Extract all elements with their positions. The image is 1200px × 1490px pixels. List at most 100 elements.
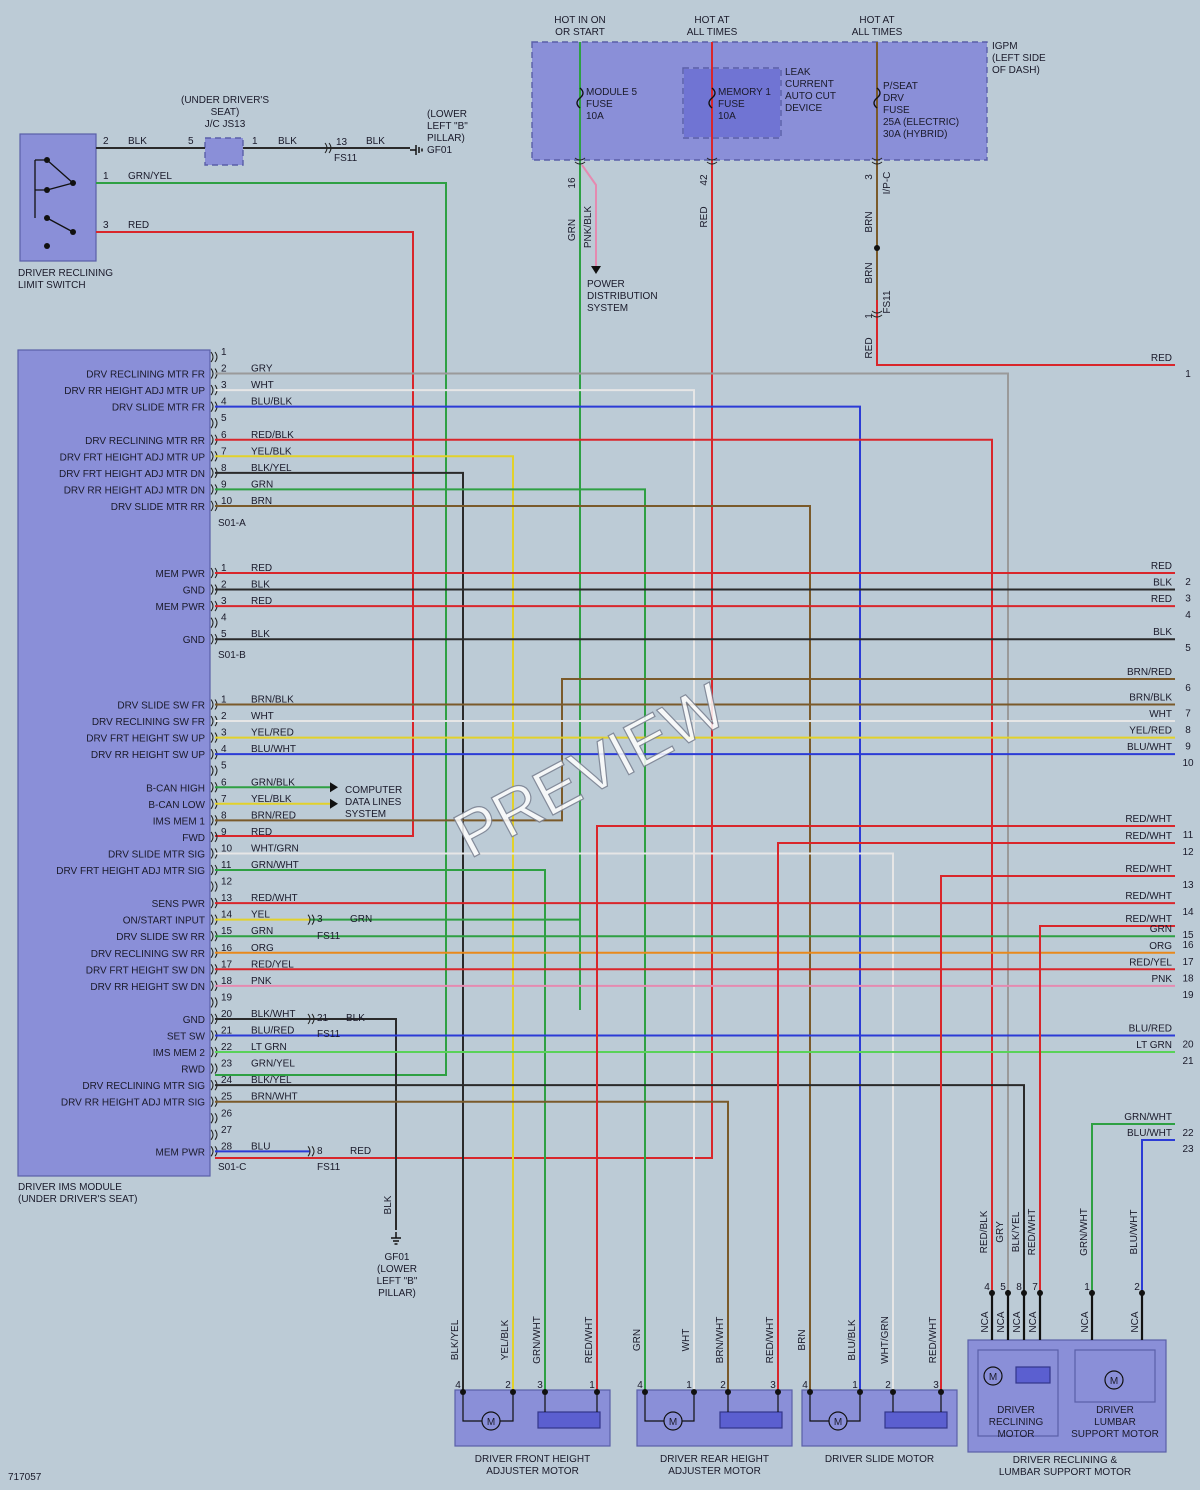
right-wire-19: PNK — [1151, 974, 1172, 985]
module5-fuse-label-line-2: 10A — [586, 111, 604, 122]
motor-slide-node-2 — [890, 1389, 896, 1395]
fs11-label-3: FS11 — [317, 931, 341, 942]
computer-data-lines-label-line-1: DATA LINES — [345, 797, 402, 808]
s01c-wire-23: GRN/YEL — [251, 1059, 295, 1070]
right-wire-8: WHT — [1149, 709, 1172, 720]
wire-igpm42-red — [215, 42, 713, 1159]
switch-dot-0 — [44, 157, 50, 163]
wire-out12-redwht — [777, 842, 1175, 1390]
motor-recline-pin-8: 8 — [1016, 1282, 1022, 1293]
right-pin-19: 19 — [1182, 990, 1194, 1001]
motor-slide-wire-0: BRN — [797, 1329, 808, 1350]
motor-front-pin-3: 3 — [537, 1380, 543, 1391]
ims-module-box — [17, 349, 211, 1177]
brn-wire-label-2: BRN — [864, 262, 875, 283]
s01a-wire-3: WHT — [251, 380, 274, 391]
power-distribution-label-line-1: DISTRIBUTION — [587, 291, 658, 302]
hot-at-all-times-label-1-line-1: ALL TIMES — [687, 27, 738, 38]
s01a-func-7: DRV FRT HEIGHT ADJ MTR UP — [60, 452, 206, 463]
right-wire-22: GRN/WHT — [1124, 1112, 1172, 1123]
s01c-func-28: MEM PWR — [156, 1147, 205, 1158]
pseat-fuse-label-line-2: FUSE — [883, 105, 910, 116]
s01c-func-23: RWD — [181, 1065, 205, 1076]
s01b-wire-3: RED — [251, 596, 272, 607]
ls-pin-1: 1 — [103, 171, 109, 182]
jc-blk2-label: BLK — [366, 136, 385, 147]
gf01-top-label-line-1: LEFT "B" — [427, 121, 468, 132]
s01c-pin-22: 22 — [221, 1042, 233, 1053]
s01c-func-3: DRV FRT HEIGHT SW UP — [86, 734, 205, 745]
fs11-pin-3: 3 — [317, 914, 323, 925]
right-pin-23: 23 — [1182, 1144, 1194, 1155]
s01c-pin-21: 21 — [221, 1026, 233, 1037]
s01c-func-7: B-CAN LOW — [148, 800, 205, 811]
right-pin-13: 13 — [1182, 880, 1194, 891]
gf01-top-label-line-0: (LOWER — [427, 109, 467, 120]
gf01-bottom-label-line-2: LEFT "B" — [377, 1276, 418, 1287]
right-pin-6: 6 — [1185, 683, 1191, 694]
jc-blk-label: BLK — [278, 136, 297, 147]
motor-slide-wire-3: RED/WHT — [928, 1317, 939, 1364]
conn-igpm-3 — [871, 157, 883, 165]
motor-slide-pin-4: 4 — [802, 1380, 808, 1391]
recline-node-1 — [1005, 1290, 1011, 1296]
module5-fuse-label-line-1: FUSE — [586, 99, 613, 110]
wire-c8-brnred — [215, 678, 1175, 822]
s01b-pin-2: 2 — [221, 580, 227, 591]
motor-front-node-2 — [542, 1389, 548, 1395]
s01a-wire-9: GRN — [251, 479, 273, 490]
right-wire-10: BLU/WHT — [1127, 742, 1172, 753]
motor-front-wire-0: BLK/YEL — [450, 1319, 461, 1360]
s01c-pin-8: 8 — [221, 810, 227, 821]
igpm-label-line-0: IGPM — [992, 41, 1018, 52]
conn-fs11-top — [871, 310, 883, 318]
s01c-wire-25: BRN/WHT — [251, 1092, 298, 1103]
brn-wire-label-1: BRN — [864, 211, 875, 232]
leak-current-label-line-3: DEVICE — [785, 103, 823, 114]
s01c-func-20: GND — [183, 1015, 205, 1026]
wire-c20-gnd — [310, 1017, 397, 1230]
wire-a6-redblk — [215, 438, 993, 1290]
jc-js13-box — [204, 137, 244, 166]
motor-slide-pin-1: 1 — [852, 1380, 858, 1391]
s01b-pin-4: 4 — [221, 613, 227, 624]
s01c-pin-26: 26 — [221, 1108, 233, 1119]
ls-wire-BLK: BLK — [128, 136, 147, 147]
s01c-wire-11: GRN/WHT — [251, 860, 299, 871]
ls-pin-3: 3 — [103, 220, 109, 231]
recline-node-0 — [989, 1290, 995, 1296]
wire-a10-brn — [215, 504, 811, 1390]
motor-slide-pin-3: 3 — [933, 1380, 939, 1391]
right-wire-15: RED/WHT — [1125, 914, 1172, 925]
motor-front-wire-2: GRN/WHT — [532, 1316, 543, 1364]
hot-at-all-times-label-2-line-0: HOT AT — [859, 15, 894, 26]
motor-label-slide-line-0: DRIVER SLIDE MOTOR — [825, 1454, 934, 1465]
s01a-pin-9: 9 — [221, 479, 227, 490]
s01c-conn-27 — [210, 1129, 218, 1141]
s01c-wire-6: GRN/BLK — [251, 777, 295, 788]
s01c-conn-9 — [210, 831, 218, 843]
memory1-fuse-label-line-0: MEMORY 1 — [718, 87, 771, 98]
motor-m-front: M — [487, 1417, 495, 1428]
s01b-func-5: GND — [183, 635, 205, 646]
right-wire-4: RED — [1151, 594, 1172, 605]
conn-igpm-42 — [706, 157, 718, 165]
wire-out13-redwht — [940, 875, 1175, 1390]
jc-pin5: 5 — [188, 136, 194, 147]
hot-at-all-times-label-2-line-1: ALL TIMES — [852, 27, 903, 38]
s01c-func-22: IMS MEM 2 — [153, 1048, 206, 1059]
s01c-wire-9: RED — [251, 827, 272, 838]
limit-switch-box — [19, 133, 97, 262]
hot-in-on-label-line-0: HOT IN ON — [554, 15, 605, 26]
conn-fs11-8 — [307, 1146, 315, 1157]
pseat-fuse-label-line-3: 25A (ELECTRIC) — [883, 117, 959, 128]
s01a-conn-1 — [210, 351, 218, 363]
motor-rear-pin-3: 3 — [770, 1380, 776, 1391]
motor-recline-wire-4: GRN/WHT — [1079, 1208, 1090, 1256]
wire-ls3-red — [96, 231, 414, 837]
right-wire-20: BLU/RED — [1129, 1024, 1172, 1035]
motor-recline-wire-1: GRY — [995, 1221, 1006, 1243]
motor-rear-node-2 — [725, 1389, 731, 1395]
power-distribution-label-line-0: POWER — [587, 279, 625, 290]
s01b-pin-1: 1 — [221, 563, 227, 574]
